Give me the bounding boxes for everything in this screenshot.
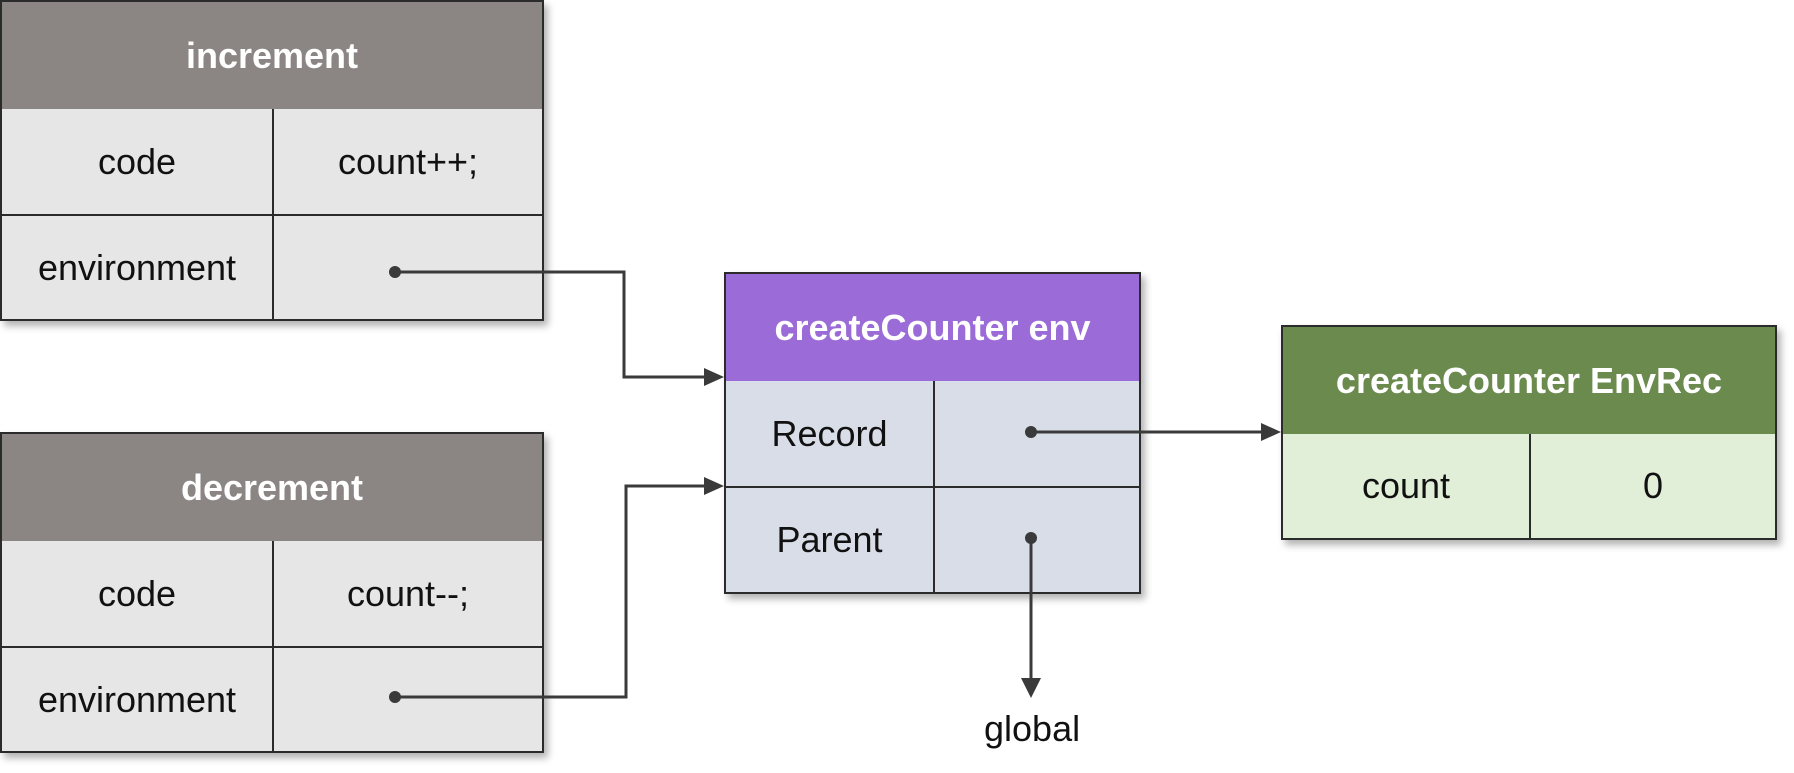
decrement-to-env-arrow bbox=[395, 484, 704, 699]
envrec-title: createCounter EnvRec bbox=[1283, 327, 1775, 436]
envrec-count-key: count bbox=[1283, 434, 1529, 538]
row-divider bbox=[726, 486, 1139, 488]
env-parent-key: Parent bbox=[726, 488, 933, 592]
env-parent-value bbox=[935, 488, 1139, 592]
decrement-environment-value bbox=[274, 648, 542, 751]
increment-code-value: count++; bbox=[274, 109, 542, 214]
arrowhead bbox=[1021, 678, 1041, 698]
increment-environment-value bbox=[274, 216, 542, 319]
envrec-count-value: 0 bbox=[1531, 434, 1775, 538]
decrement-code-value: count--; bbox=[274, 541, 542, 646]
column-divider bbox=[272, 541, 274, 751]
decrement-environment-key: environment bbox=[2, 648, 272, 751]
arrowhead bbox=[1261, 423, 1281, 441]
env-record-key: Record bbox=[726, 381, 933, 486]
arrowhead bbox=[704, 368, 724, 386]
column-divider bbox=[1529, 434, 1531, 538]
decrement-title: decrement bbox=[2, 434, 542, 543]
column-divider bbox=[933, 381, 935, 592]
arrowhead bbox=[704, 477, 724, 495]
column-divider bbox=[272, 109, 274, 319]
global-label: global bbox=[984, 708, 1081, 749]
increment-function-box: increment code count++; environment bbox=[0, 0, 544, 321]
env-title: createCounter env bbox=[726, 274, 1139, 383]
increment-environment-key: environment bbox=[2, 216, 272, 319]
increment-title: increment bbox=[2, 2, 542, 111]
decrement-function-box: decrement code count--; environment bbox=[0, 432, 544, 753]
decrement-code-key: code bbox=[2, 541, 272, 646]
increment-code-key: code bbox=[2, 109, 272, 214]
create-counter-envrec-box: createCounter EnvRec count 0 bbox=[1281, 325, 1777, 540]
increment-to-env-arrow bbox=[395, 270, 704, 379]
